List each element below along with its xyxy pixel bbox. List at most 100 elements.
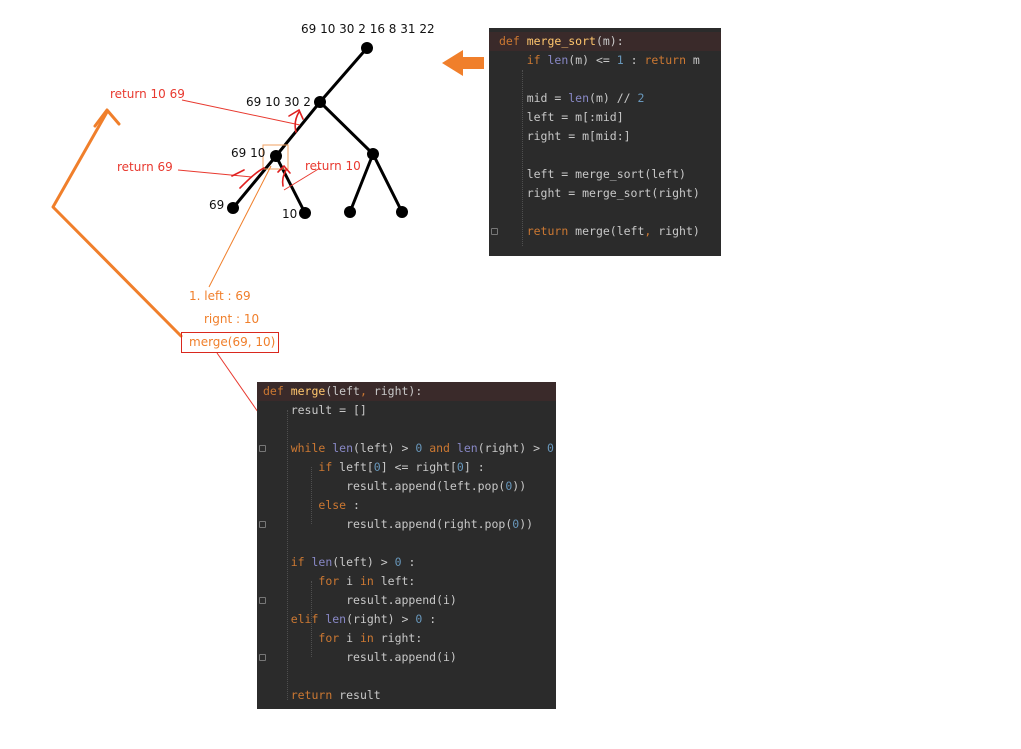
code-token: merge_sort [526, 34, 596, 48]
sketch-arrow [277, 164, 291, 174]
code-token: right) [658, 224, 700, 238]
code-token: (m) <= [568, 53, 617, 67]
root-values-label: 69 10 30 2 16 8 31 22 [301, 22, 435, 36]
return-left-annotation: return 69 [117, 160, 173, 174]
code-token: : [353, 498, 360, 512]
code-token: left = merge_sort(left) [499, 167, 686, 181]
code-token: : [554, 441, 556, 455]
large-left-arrow-icon [442, 50, 484, 76]
tree-edges [231, 46, 404, 215]
indent-guide [522, 70, 523, 246]
tree-node-leaf [227, 202, 239, 214]
fold-marker-icon [259, 521, 266, 528]
code-token: left[ [339, 460, 374, 474]
code-token [263, 498, 318, 512]
tree-edge [371, 152, 404, 214]
code-token [499, 224, 527, 238]
return-arrow-head-icon [93, 108, 121, 128]
leaf-left-value-label: 69 [209, 198, 225, 212]
code-line: elif len(right) > 0 : [257, 610, 556, 629]
pointer-line [216, 352, 259, 413]
code-token: result = [] [263, 403, 367, 417]
code-line: result = [] [257, 401, 556, 420]
code-token: : [623, 53, 645, 67]
code-token: left: [380, 574, 416, 588]
code-token: 0 [546, 441, 554, 455]
pointer-line [181, 99, 301, 126]
code-token: and [422, 441, 457, 455]
code-token: in [359, 631, 381, 645]
code-token: result.append(i) [263, 593, 457, 607]
code-token: len [332, 441, 354, 455]
code-line [489, 203, 721, 222]
merge-sort-code-panel: def merge_sort(m): if len(m) <= 1 : retu… [489, 28, 721, 256]
code-line: else : [257, 496, 556, 515]
red-annotation-lines [177, 99, 321, 413]
code-token: (m): [595, 34, 624, 48]
code-line: result.append(left.pop(0)) [257, 477, 556, 496]
code-token: i [346, 631, 360, 645]
tree-edge [318, 100, 375, 156]
code-token: for [318, 574, 347, 588]
code-line: if len(m) <= 1 : return m [489, 51, 721, 70]
code-line: result.append(i) [257, 591, 556, 610]
code-token: merge [290, 384, 326, 398]
code-token: )) [519, 517, 534, 531]
tree-edge [318, 46, 369, 104]
code-token: (right) > [346, 612, 416, 626]
code-token: len [325, 612, 347, 626]
tree-nodes [227, 42, 408, 219]
code-token: m [692, 53, 700, 67]
tree-node-leaf [299, 207, 311, 219]
code-token: , [359, 384, 374, 398]
code-token: right): [373, 384, 423, 398]
code-token: left = m[:mid] [499, 110, 624, 124]
code-token: (m) // [589, 91, 638, 105]
code-token: elif [290, 612, 326, 626]
code-token: def [263, 384, 291, 398]
code-token: 0 [373, 460, 381, 474]
code-token: (left [325, 384, 360, 398]
code-line: for i in left: [257, 572, 556, 591]
code-line: if left[0] <= right[0] : [257, 458, 556, 477]
code-token [263, 574, 318, 588]
tree-node-leaf [344, 206, 356, 218]
code-line: return result [257, 686, 556, 705]
code-token: if [290, 555, 312, 569]
return-path-line [51, 110, 183, 338]
code-line: right = m[mid:] [489, 127, 721, 146]
tree-edge [274, 100, 322, 158]
merge-call-box: merge(69, 10) [181, 332, 279, 353]
orange-return-path [51, 108, 183, 338]
code-token: for [318, 631, 347, 645]
code-token: merge(left [575, 224, 645, 238]
code-line: left = m[:mid] [489, 108, 721, 127]
leaf-right-value-label: 10 [282, 207, 298, 221]
code-token: len [568, 91, 590, 105]
code-line [489, 146, 721, 165]
code-token: 0 [394, 555, 402, 569]
sketch-arrow [239, 167, 265, 189]
highlight-box [262, 144, 289, 170]
code-line: for i in right: [257, 629, 556, 648]
code-line: if len(left) > 0 : [257, 553, 556, 572]
code-line [257, 420, 556, 439]
code-token: right = merge_sort(right) [499, 186, 700, 200]
code-token: len [456, 441, 478, 455]
code-token [499, 53, 527, 67]
code-token: : [401, 555, 416, 569]
tree-node-leaf [396, 206, 408, 218]
fold-marker-icon [491, 228, 498, 235]
return-root-annotation: return 10 69 [110, 87, 185, 101]
code-token: 0 [415, 612, 423, 626]
code-line [257, 667, 556, 686]
step-left-annotation: 1. left : 69 [189, 289, 251, 303]
code-token: in [359, 574, 381, 588]
tree-node [314, 96, 326, 108]
pointer-line [177, 169, 253, 178]
left-half-values-label: 69 10 30 2 [246, 95, 311, 109]
code-token: result.append(right.pop( [263, 517, 513, 531]
fold-marker-icon [259, 445, 266, 452]
return-right-annotation: return 10 [305, 159, 361, 173]
